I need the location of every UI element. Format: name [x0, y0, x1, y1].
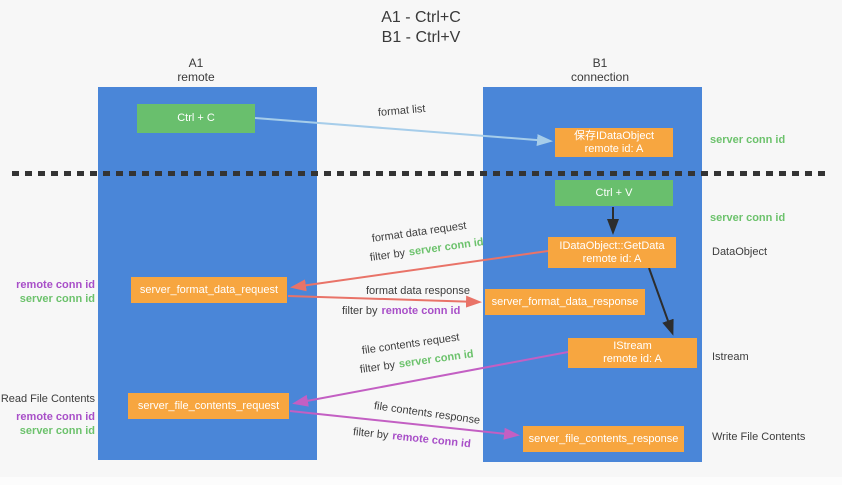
ctrl-c-box: Ctrl + C [137, 104, 255, 133]
server-format-data-response-box: server_format_data_response [485, 289, 645, 315]
getdata-box: IDataObject::GetData remote id: A [548, 237, 676, 268]
format-list-label: format list [377, 102, 426, 119]
server-file-contents-response-box: server_file_contents_response [523, 426, 684, 452]
title-line-2: B1 - Ctrl+V [381, 29, 461, 46]
left-conn-id-labels-top: remote conn id server conn id [0, 278, 95, 306]
ctrl-c-label: Ctrl + C [177, 112, 215, 124]
ctrl-v-label: Ctrl + V [595, 186, 633, 199]
save-idataobject-line1: 保存IDataObject [573, 129, 655, 142]
istream-line1: IStream [613, 340, 652, 352]
ctrl-v-box: Ctrl + V [555, 180, 673, 206]
save-idataobject-box: 保存IDataObject remote id: A [555, 128, 673, 157]
server-file-contents-request-label: server_file_contents_request [137, 399, 280, 412]
title-line-1: A1 - Ctrl+C [381, 9, 461, 26]
left-conn-id-labels-bottom: remote conn id server conn id [0, 410, 95, 438]
lane-header-b1: B1 connection [545, 56, 655, 84]
lane-b1-subtitle: connection [570, 70, 630, 84]
lane-a1-subtitle: remote [177, 70, 215, 84]
right-server-conn-id-2: server conn id [710, 212, 786, 224]
istream-box: IStream remote id: A [568, 338, 697, 368]
left-server-conn-id-2: server conn id [19, 425, 95, 437]
file-contents-response-label: file contents response [373, 400, 481, 427]
lane-a1-name: A1 [188, 56, 204, 70]
left-remote-conn-id-1: remote conn id [16, 279, 95, 291]
write-file-contents-label: Write File Contents [712, 431, 806, 443]
server-format-data-request-box: server_format_data_request [131, 277, 287, 303]
server-format-data-response-label: server_format_data_response [491, 295, 639, 308]
left-remote-conn-id-2: remote conn id [16, 411, 95, 423]
getdata-line1: IDataObject::GetData [559, 239, 665, 252]
diagram-title: A1 - Ctrl+C B1 - Ctrl+V [0, 8, 842, 48]
istream-side-label: Istream [712, 351, 749, 363]
save-idataobject-line2: remote id: A [584, 142, 644, 155]
server-file-contents-response-label: server_file_contents_response [528, 432, 679, 445]
lane-header-a1: A1 remote [141, 56, 251, 84]
read-file-contents-label: Read File Contents [0, 393, 95, 405]
server-format-data-request-label: server_format_data_request [139, 283, 279, 296]
lane-b1-name: B1 [592, 56, 608, 70]
dashed-separator [12, 171, 826, 176]
left-server-conn-id-1: server conn id [19, 293, 95, 305]
right-server-conn-id-1: server conn id [710, 134, 786, 146]
dataobject-label: DataObject [712, 246, 768, 258]
getdata-line2: remote id: A [582, 252, 642, 265]
server-file-contents-request-box: server_file_contents_request [128, 393, 289, 419]
format-data-response-label: format data response [366, 285, 470, 297]
bottom-strip [0, 477, 842, 485]
istream-line2: remote id: A [603, 353, 662, 365]
